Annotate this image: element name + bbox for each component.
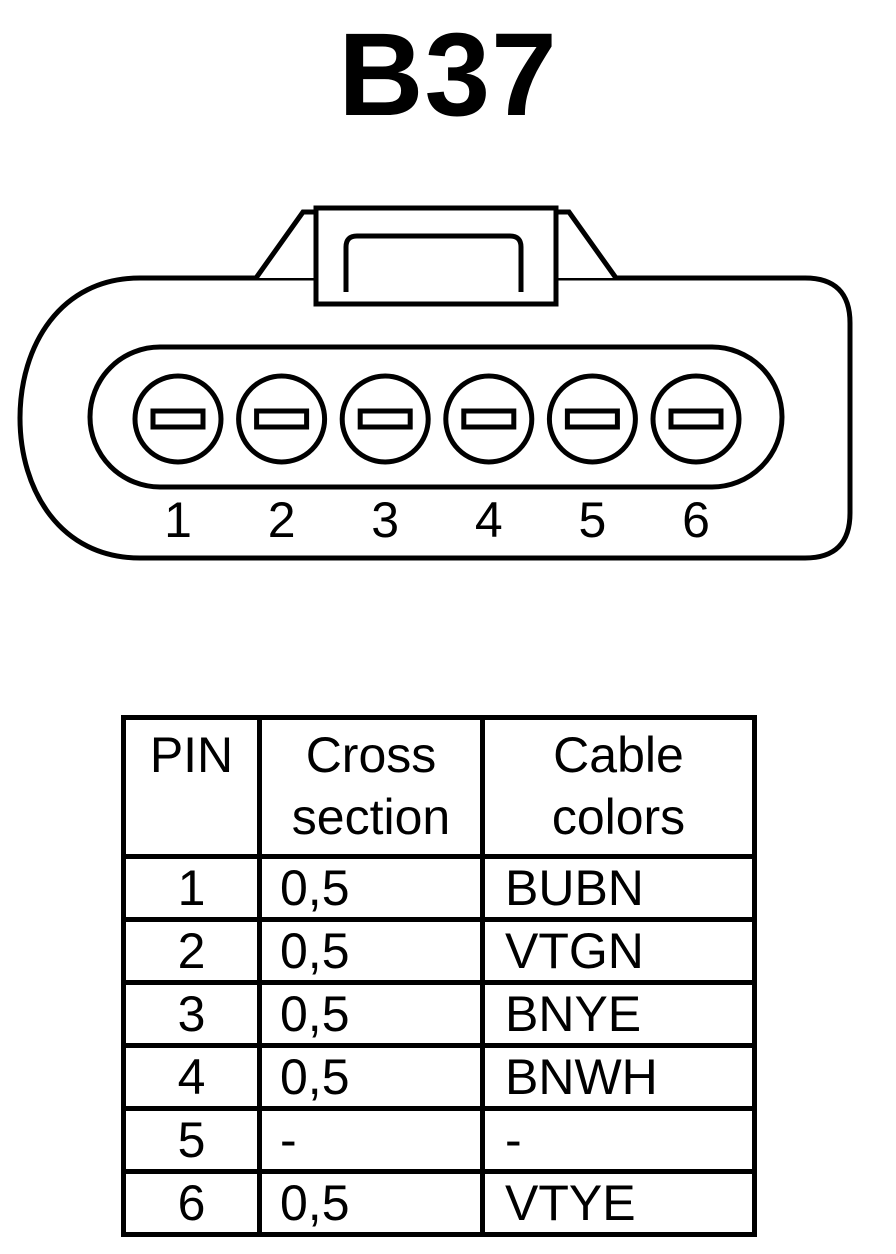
row-pin: 4 (121, 1043, 262, 1111)
pins-group: 1 2 3 4 5 6 (132, 373, 742, 548)
header-cross-section-line-2: section (291, 789, 451, 845)
pin-number-label: 2 (268, 492, 296, 548)
latch-body (313, 205, 559, 307)
pin-slot (254, 408, 310, 430)
row-cable-color: BUBN (480, 854, 757, 922)
row-cross-section: 0,5 (257, 854, 485, 922)
table-row: 2 0,5 VTGN (121, 917, 757, 985)
pin-number-label: 6 (682, 492, 710, 548)
latch-right-wing (553, 209, 619, 280)
pin-number-label: 1 (164, 492, 192, 548)
row-cross-section: 0,5 (257, 980, 485, 1048)
row-pin: 2 (121, 917, 262, 985)
row-pin: 6 (121, 1169, 262, 1237)
table-row: 4 0,5 BNWH (121, 1043, 757, 1111)
row-pin: 5 (121, 1106, 262, 1174)
header-cross-section: Cross section (257, 715, 485, 859)
pin-number-label: 4 (475, 492, 503, 548)
row-cable-color: VTGN (480, 917, 757, 985)
header-cross-section-line-1: Cross (305, 727, 437, 783)
pin-table: PIN Cross section Cable colors 1 0,5 BUB… (121, 715, 757, 1237)
row-cross-section: 0,5 (257, 1043, 485, 1111)
row-cable-color: BNYE (480, 980, 757, 1048)
table-row: 5 - - (121, 1106, 757, 1174)
pin-slot (668, 408, 724, 430)
header-pin-label: PIN (149, 727, 234, 783)
pin-number-label: 3 (371, 492, 399, 548)
row-cross-section: 0,5 (257, 1169, 485, 1237)
header-cable-colors-line-1: Cable (553, 727, 684, 783)
row-cable-color: VTYE (480, 1169, 757, 1237)
row-pin: 1 (121, 854, 262, 922)
row-cable-color: - (480, 1106, 757, 1174)
row-pin: 3 (121, 980, 262, 1048)
table-row: 1 0,5 BUBN (121, 854, 757, 922)
latch-left-wing (253, 209, 319, 280)
pin-slot (461, 408, 517, 430)
header-cable-colors: Cable colors (480, 715, 757, 859)
table-row: 3 0,5 BNYE (121, 980, 757, 1048)
row-cross-section: 0,5 (257, 917, 485, 985)
connector-diagram: 1 2 3 4 5 6 (17, 205, 853, 561)
pin-slot (150, 408, 206, 430)
pin-slot (564, 408, 620, 430)
row-cable-color: BNWH (480, 1043, 757, 1111)
table-header-row: PIN Cross section Cable colors (121, 715, 757, 859)
table-row: 6 0,5 VTYE (121, 1169, 757, 1237)
header-cable-colors-line-2: colors (551, 789, 686, 845)
latch-window (343, 233, 524, 292)
header-pin: PIN (121, 715, 262, 859)
pin-slot (357, 408, 413, 430)
row-cross-section: - (257, 1106, 485, 1174)
connector-title: B37 (338, 9, 558, 141)
pin-number-label: 5 (578, 492, 606, 548)
